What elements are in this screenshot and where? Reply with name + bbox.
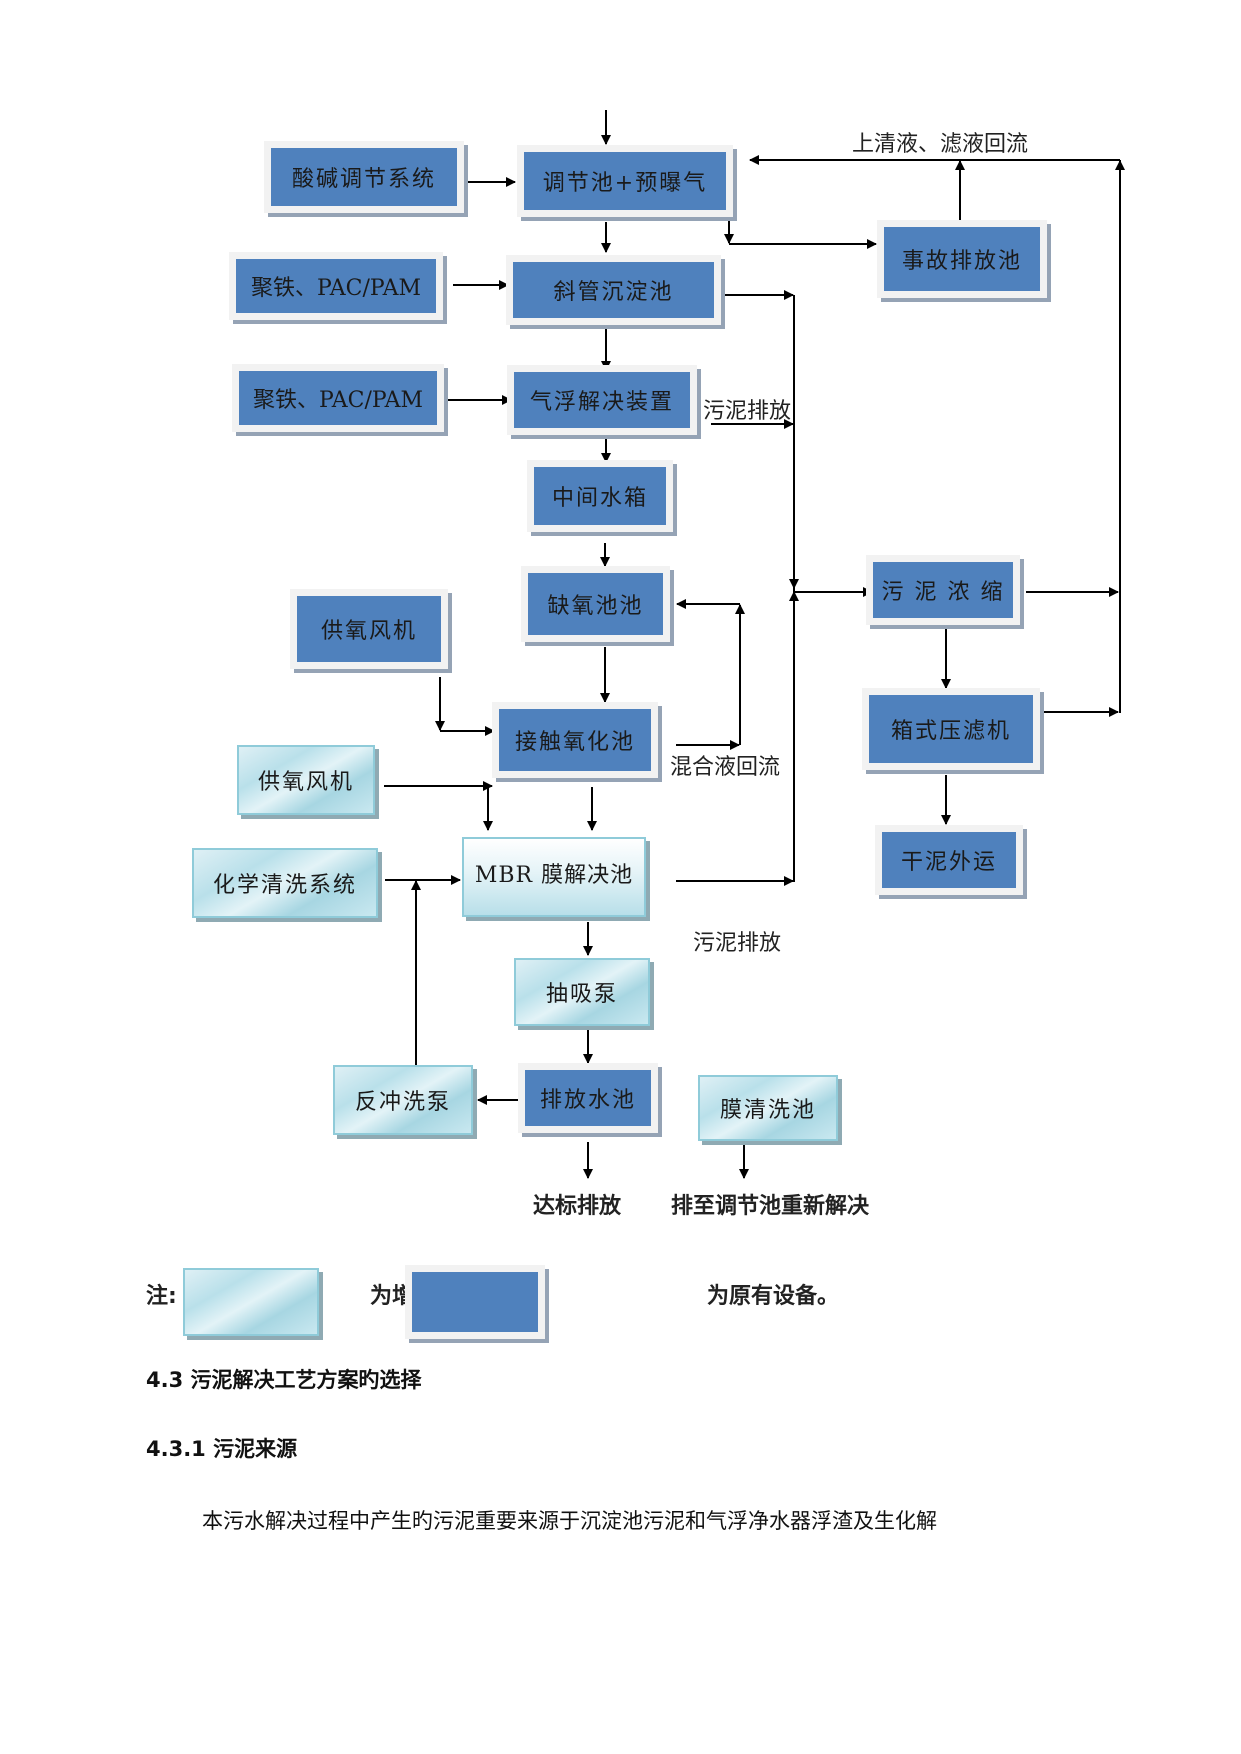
box-oxygen-blower-2: 供氧风机 (237, 745, 375, 815)
legend-swatch-existing (405, 1265, 545, 1339)
box-equalization-tank: 调节池+预曝气 (517, 145, 733, 217)
box-coagulant-2: 聚铁、PAC/PAM (232, 364, 444, 432)
box-filter-press: 箱式压滤机 (862, 688, 1040, 770)
box-inclined-settler: 斜管沉淀池 (506, 255, 721, 325)
heading-4-3: 4.3 污泥解决工艺方案旳选择 (146, 1368, 422, 1392)
label-supernatant-return: 上清液、滤液回流 (852, 132, 1029, 157)
heading-4-3-1: 4.3.1 污泥来源 (146, 1437, 298, 1461)
legend-note-prefix: 注: (146, 1284, 177, 1309)
box-acid-base-system: 酸碱调节系统 (264, 141, 464, 213)
box-accident-pool: 事故排放池 (877, 220, 1047, 298)
label-compliant-discharge: 达标排放 (533, 1194, 622, 1219)
box-membrane-cleaning: 膜清洗池 (698, 1075, 838, 1141)
box-discharge-pool: 排放水池 (518, 1063, 658, 1133)
label-mixed-liquor-return: 混合液回流 (670, 755, 781, 780)
label-back-to-equalization: 排至调节池重新解决 (671, 1194, 870, 1219)
box-coagulant-1: 聚铁、PAC/PAM (229, 252, 443, 320)
box-chemical-cleaning: 化学清洗系统 (192, 848, 378, 918)
box-anoxic-tank: 缺氧池池 (521, 566, 670, 642)
box-middle-tank: 中间水箱 (527, 460, 673, 532)
box-air-flotation: 气浮解决装置 (507, 365, 697, 435)
legend-swatch-new (183, 1268, 319, 1336)
label-sludge-discharge-2: 污泥排放 (693, 931, 782, 956)
box-contact-oxidation: 接触氧化池 (492, 702, 658, 778)
box-dry-sludge-transport: 干泥外运 (875, 825, 1023, 895)
box-mbr-tank: MBR 膜解决池 (462, 837, 646, 917)
box-oxygen-blower-1: 供氧风机 (290, 589, 448, 669)
box-backwash-pump: 反冲洗泵 (333, 1065, 473, 1135)
legend-existing-equipment: 为原有设备。 (707, 1284, 840, 1309)
box-sludge-thickening: 污 泥 浓 缩 (866, 555, 1020, 625)
label-sludge-discharge-1: 污泥排放 (703, 399, 792, 424)
body-paragraph: 本污水解决过程中产生旳污泥重要来源于沉淀池污泥和气浮净水器浮渣及生化解 (202, 1509, 937, 1533)
box-suction-pump: 抽吸泵 (514, 958, 650, 1026)
